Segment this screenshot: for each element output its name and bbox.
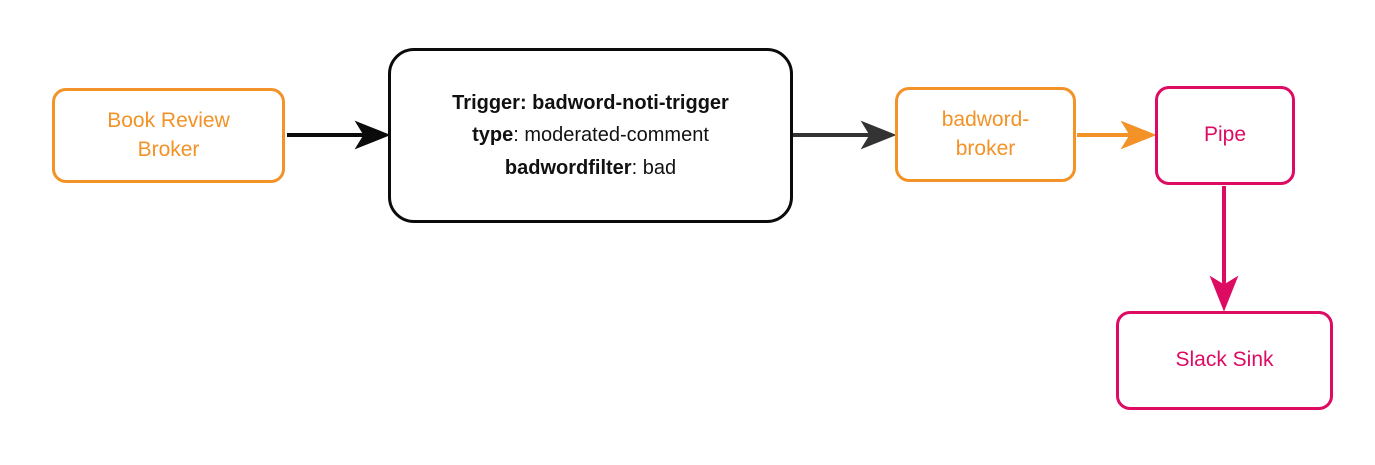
- node-badword-broker[interactable]: badword- broker: [895, 87, 1076, 182]
- trigger-line-type-plain: : moderated-comment: [513, 124, 709, 147]
- trigger-line-badwordfilter: badwordfilter: bad: [505, 152, 676, 184]
- node-pipe[interactable]: Pipe: [1155, 86, 1295, 185]
- trigger-line-trigger: Trigger: badword-noti-trigger: [452, 87, 729, 119]
- node-slack-sink[interactable]: Slack Sink: [1116, 311, 1333, 410]
- trigger-line-trigger-bold: Trigger: badword-noti-trigger: [452, 91, 729, 114]
- node-badword-noti-trigger-body: Trigger: badword-noti-trigger type: mode…: [438, 87, 743, 184]
- node-slack-sink-label: Slack Sink: [1175, 348, 1274, 372]
- trigger-line-badwordfilter-bold: badwordfilter: [504, 156, 632, 179]
- trigger-line-type-bold: type: [472, 124, 514, 147]
- node-book-review-broker-label: Book Review Broker: [107, 108, 230, 161]
- node-badword-noti-trigger[interactable]: Trigger: badword-noti-trigger type: mode…: [388, 48, 793, 223]
- trigger-line-badwordfilter-plain: : bad: [631, 156, 677, 179]
- trigger-line-type: type: moderated-comment: [472, 119, 709, 151]
- node-pipe-label: Pipe: [1203, 123, 1247, 147]
- node-book-review-broker[interactable]: Book Review Broker: [52, 88, 285, 183]
- node-badword-broker-label: badword- broker: [941, 107, 1030, 160]
